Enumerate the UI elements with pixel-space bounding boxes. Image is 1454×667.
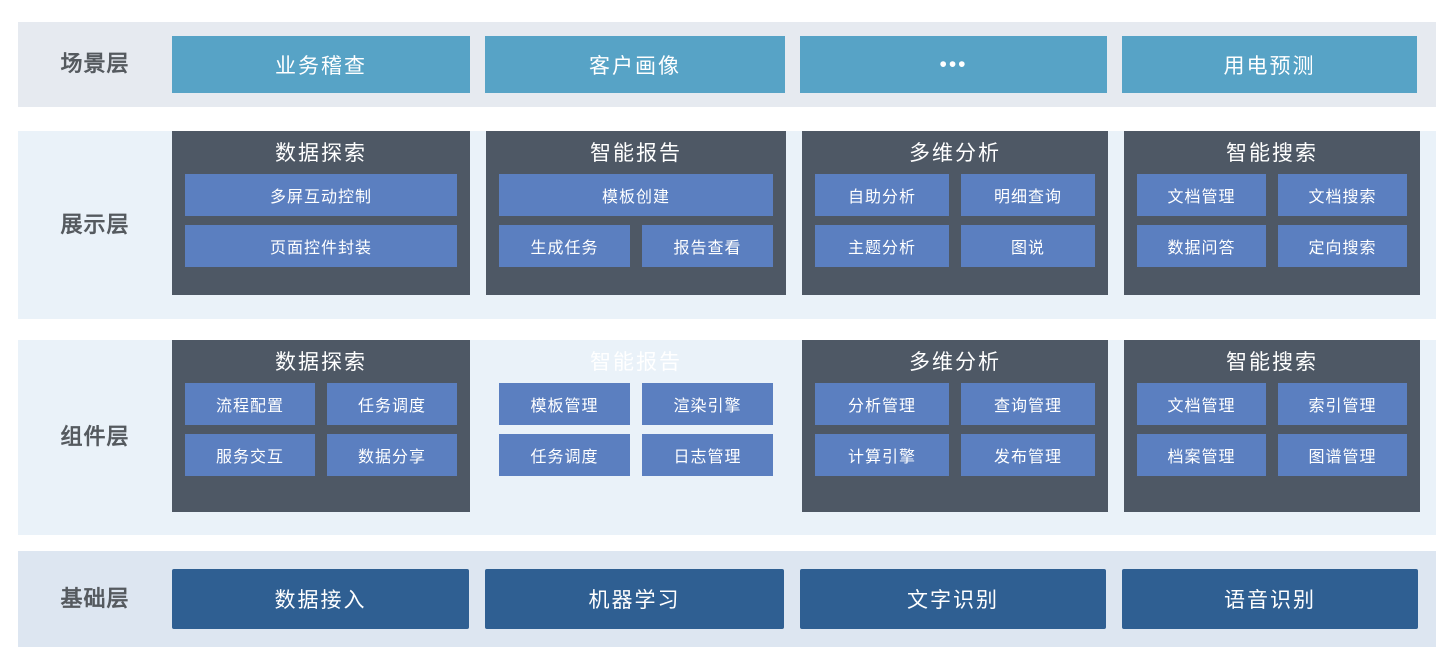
chip-task-scheduling[interactable]: 任务调度 (499, 434, 630, 477)
card-title: 数据探索 (275, 142, 367, 165)
chip-knowledge-graph-management[interactable]: 图谱管理 (1278, 434, 1407, 477)
base-tile-label: 数据接入 (274, 589, 367, 612)
base-tile-ocr[interactable]: 文字识别 (800, 569, 1106, 629)
layer-label-scene: 场景层 (60, 51, 130, 77)
card-intelligent-search[interactable]: 智能搜索 文档管理 索引管理 档案管理 图谱管理 (1124, 340, 1420, 512)
base-tile-label: 机器学习 (588, 589, 681, 612)
layer-label-presentation: 展示层 (60, 211, 130, 237)
scene-tile-business-audit[interactable]: 业务稽查 (172, 36, 470, 93)
ellipsis-icon: ••• (939, 52, 968, 76)
presentation-card-list: 数据探索 多屏互动控制 页面控件封装 智能报告 模板创建 生成任务 报告查看 (172, 131, 1436, 319)
chip-service-interaction[interactable]: 服务交互 (185, 434, 315, 477)
chip-multiscreen-interaction-control[interactable]: 多屏互动控制 (185, 174, 457, 217)
chip-template-creation[interactable]: 模板创建 (499, 174, 773, 217)
chip-index-management[interactable]: 索引管理 (1278, 383, 1407, 426)
chip-log-management[interactable]: 日志管理 (642, 434, 773, 477)
chip-data-qa[interactable]: 数据问答 (1137, 225, 1266, 268)
chip-row: 文档管理 文档搜索 (1137, 174, 1407, 217)
card-multidimensional-analysis[interactable]: 多维分析 分析管理 查询管理 计算引擎 发布管理 (802, 340, 1108, 512)
card-title: 智能报告 (590, 351, 682, 374)
layer-band-presentation: 展示层 数据探索 多屏互动控制 页面控件封装 智能报告 模板创建 生成任务 报告… (18, 131, 1436, 319)
layer-band-base: 基础层 数据接入 机器学习 文字识别 语音识别 (18, 551, 1436, 647)
chip-document-management[interactable]: 文档管理 (1137, 174, 1266, 217)
card-title: 智能报告 (590, 142, 682, 165)
chip-data-sharing[interactable]: 数据分享 (327, 434, 457, 477)
chip-row: 数据问答 定向搜索 (1137, 225, 1407, 268)
chip-template-management[interactable]: 模板管理 (499, 383, 630, 426)
card-multidimensional-analysis[interactable]: 多维分析 自助分析 明细查询 主题分析 图说 (802, 131, 1108, 295)
chip-row: 多屏互动控制 (185, 174, 457, 217)
chip-row: 主题分析 图说 (815, 225, 1095, 268)
scene-tile-more-ellipsis[interactable]: ••• (800, 36, 1107, 93)
scene-tile-label: 客户画像 (589, 54, 681, 78)
base-tile-list: 数据接入 机器学习 文字识别 语音识别 (172, 551, 1436, 647)
scene-tile-label: 用电预测 (1223, 54, 1316, 78)
card-title: 智能搜索 (1226, 351, 1318, 374)
chip-query-management[interactable]: 查询管理 (961, 383, 1095, 426)
card-intelligent-search[interactable]: 智能搜索 文档管理 文档搜索 数据问答 定向搜索 (1124, 131, 1420, 295)
chip-targeted-search[interactable]: 定向搜索 (1278, 225, 1407, 268)
scene-tile-list: 业务稽查 客户画像 ••• 用电预测 (172, 22, 1436, 107)
chip-publish-management[interactable]: 发布管理 (961, 434, 1095, 477)
chip-self-service-analysis[interactable]: 自助分析 (815, 174, 949, 217)
chip-row: 页面控件封装 (185, 225, 457, 268)
chip-row: 模板创建 (499, 174, 773, 217)
chip-report-view[interactable]: 报告查看 (642, 225, 773, 268)
card-data-exploration[interactable]: 数据探索 流程配置 任务调度 服务交互 数据分享 (172, 340, 470, 512)
layer-band-scene: 场景层 业务稽查 客户画像 ••• 用电预测 (18, 22, 1436, 107)
chip-chart-narrative[interactable]: 图说 (961, 225, 1095, 268)
component-card-list: 数据探索 流程配置 任务调度 服务交互 数据分享 智能报告 模板管理 渲染引擎 … (172, 340, 1436, 535)
layer-label-base: 基础层 (60, 585, 130, 611)
layer-label-component: 组件层 (60, 424, 130, 450)
chip-row: 流程配置 任务调度 (185, 383, 457, 426)
chip-row: 档案管理 图谱管理 (1137, 434, 1407, 477)
chip-page-widget-encapsulation[interactable]: 页面控件封装 (185, 225, 457, 268)
card-intelligent-report[interactable]: 智能报告 模板创建 生成任务 报告查看 (486, 131, 786, 295)
chip-row: 任务调度 日志管理 (499, 434, 773, 477)
layer-band-component: 组件层 数据探索 流程配置 任务调度 服务交互 数据分享 智能报告 模板管理 渲… (18, 340, 1436, 535)
chip-process-configuration[interactable]: 流程配置 (185, 383, 315, 426)
scene-tile-label: 业务稽查 (275, 54, 367, 78)
chip-compute-engine[interactable]: 计算引擎 (815, 434, 949, 477)
chip-analysis-management[interactable]: 分析管理 (815, 383, 949, 426)
card-data-exploration[interactable]: 数据探索 多屏互动控制 页面控件封装 (172, 131, 470, 295)
chip-generate-task[interactable]: 生成任务 (499, 225, 630, 268)
card-title: 智能搜索 (1226, 142, 1318, 165)
base-tile-label: 语音识别 (1224, 589, 1316, 612)
chip-archive-management[interactable]: 档案管理 (1137, 434, 1266, 477)
chip-row: 服务交互 数据分享 (185, 434, 457, 477)
card-intelligent-report[interactable]: 智能报告 模板管理 渲染引擎 任务调度 日志管理 (486, 340, 786, 512)
chip-row: 文档管理 索引管理 (1137, 383, 1407, 426)
chip-document-management[interactable]: 文档管理 (1137, 383, 1266, 426)
base-tile-machine-learning[interactable]: 机器学习 (485, 569, 784, 629)
card-title: 数据探索 (275, 351, 367, 374)
base-tile-data-ingestion[interactable]: 数据接入 (172, 569, 469, 629)
chip-document-search[interactable]: 文档搜索 (1278, 174, 1407, 217)
chip-row: 生成任务 报告查看 (499, 225, 773, 268)
chip-topic-analysis[interactable]: 主题分析 (815, 225, 949, 268)
base-tile-label: 文字识别 (907, 589, 999, 612)
scene-tile-power-forecast[interactable]: 用电预测 (1122, 36, 1417, 93)
chip-task-scheduling[interactable]: 任务调度 (327, 383, 457, 426)
base-tile-speech-recognition[interactable]: 语音识别 (1122, 569, 1418, 629)
chip-row: 分析管理 查询管理 (815, 383, 1095, 426)
card-title: 多维分析 (909, 351, 1001, 374)
card-title: 多维分析 (909, 142, 1001, 165)
chip-row: 计算引擎 发布管理 (815, 434, 1095, 477)
chip-detail-query[interactable]: 明细查询 (961, 174, 1095, 217)
chip-row: 自助分析 明细查询 (815, 174, 1095, 217)
chip-row: 模板管理 渲染引擎 (499, 383, 773, 426)
chip-rendering-engine[interactable]: 渲染引擎 (642, 383, 773, 426)
scene-tile-customer-profile[interactable]: 客户画像 (485, 36, 785, 93)
